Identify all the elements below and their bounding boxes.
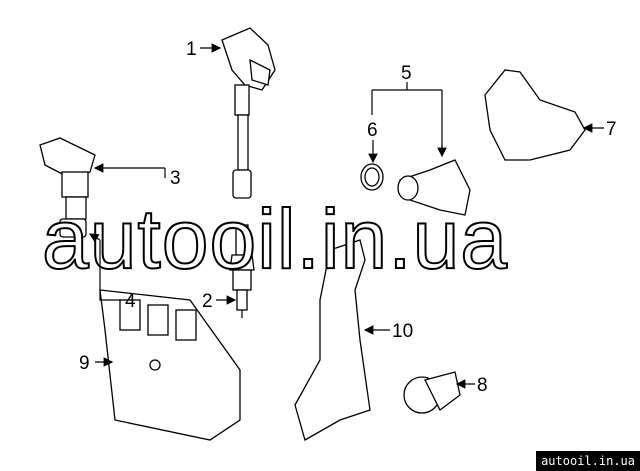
knock-sensor (403, 371, 461, 414)
callout-3: 3 (170, 168, 181, 189)
callout-2: 2 (202, 291, 213, 312)
site-footer-link[interactable]: autooil.in.ua (536, 451, 640, 471)
ecm (99, 289, 241, 441)
callout-6: 6 (367, 120, 378, 141)
callout-5: 5 (401, 63, 412, 84)
crank-sensor (39, 137, 96, 238)
cam-sensor (397, 159, 471, 216)
watermark: autooil.in.ua (42, 192, 508, 286)
callout-8: 8 (477, 375, 488, 396)
bracket (294, 239, 371, 441)
cover (484, 69, 586, 161)
ignition-coil (221, 27, 276, 199)
spark-plug (229, 224, 255, 318)
callout-9: 9 (79, 353, 90, 374)
callout-1: 1 (186, 39, 197, 60)
callout-7: 7 (606, 119, 617, 140)
callout-4: 4 (125, 291, 136, 312)
callout-10: 10 (392, 321, 413, 342)
